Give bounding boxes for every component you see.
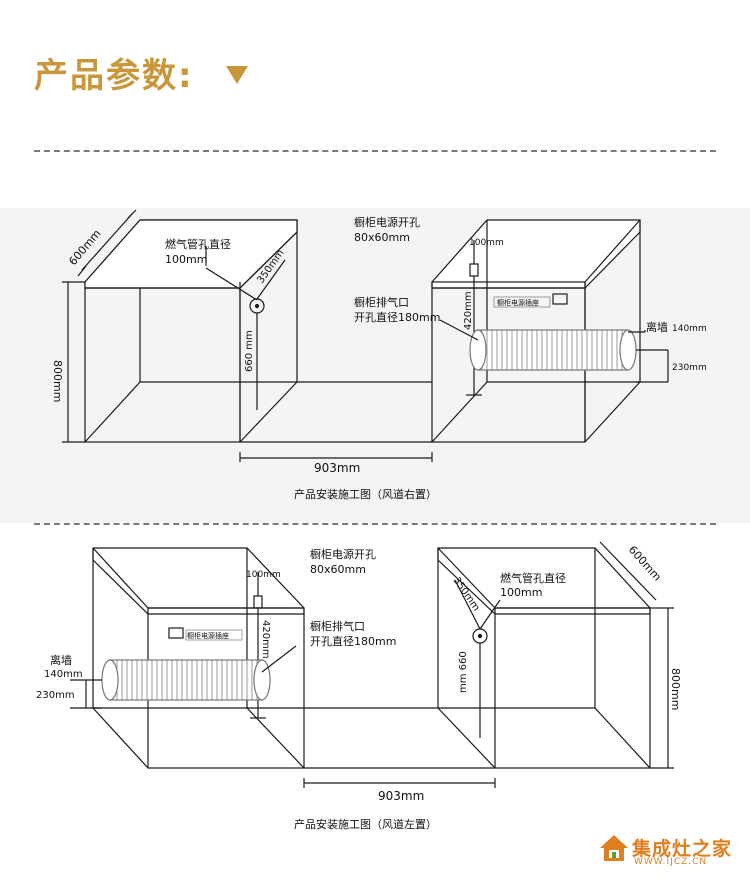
cabinet-vent-box <box>92 547 305 769</box>
label-depth-r: 600mm <box>66 227 103 268</box>
label-100-l: 100mm <box>246 570 281 580</box>
logo-name: 集成灶之家 <box>632 838 733 860</box>
label-660-l: mm 660 <box>458 651 469 693</box>
label-power-1-l: 橱柜电源开孔 <box>310 547 376 561</box>
label-width-r: 903mm <box>314 461 360 475</box>
label-power-2-r: 80x60mm <box>354 231 410 244</box>
label-exhaust-2-l: 开孔直径180mm <box>310 634 396 648</box>
label-230-r: 230mm <box>672 363 707 373</box>
diagram-right-vent <box>62 209 669 462</box>
label-socket-l: 橱柜电源插座 <box>187 631 229 640</box>
divider-middle <box>34 523 716 525</box>
label-420-l: 420mm <box>260 620 271 659</box>
caption-left: 产品安装施工图（风道左置） <box>294 817 437 831</box>
caption-right: 产品安装施工图（风道右置） <box>294 487 437 501</box>
label-depth-l: 600mm <box>626 543 664 583</box>
triangle-down-icon <box>226 66 248 84</box>
diagram-left-vent <box>70 541 674 788</box>
label-gas-1-l: 燃气管孔直径 <box>500 571 566 585</box>
label-socket-r: 橱柜电源插座 <box>497 298 539 307</box>
label-140-l: 140mm <box>44 669 83 680</box>
label-height-l: 800mm <box>669 668 682 710</box>
label-exhaust-1-l: 橱柜排气口 <box>310 619 365 633</box>
site-logo: 集成灶之家 WWW.IJCZ.CN <box>598 832 746 872</box>
exhaust-duct <box>109 659 263 701</box>
label-140-r: 140mm <box>672 324 707 334</box>
exhaust-duct <box>477 329 629 371</box>
label-gas-2-l: 100mm <box>500 586 542 599</box>
cabinet-gas-box <box>437 547 651 769</box>
label-660-r: 660 mm <box>244 330 255 372</box>
label-gas-2-r: 100mm <box>165 253 207 266</box>
divider-top <box>34 150 716 152</box>
label-height-r: 800mm <box>51 360 64 402</box>
label-power-2-l: 80x60mm <box>310 563 366 576</box>
label-power-1-r: 橱柜电源开孔 <box>354 215 420 229</box>
label-exhaust-1-r: 橱柜排气口 <box>354 295 409 309</box>
label-wall-l: 离墙 <box>50 653 72 667</box>
house-icon <box>600 835 628 861</box>
socket-icon <box>552 293 568 305</box>
logo-url: WWW.IJCZ.CN <box>634 857 708 867</box>
label-wall-r: 离墙 <box>646 320 668 334</box>
label-exhaust-2-r: 开孔直径180mm <box>354 310 440 324</box>
socket-icon <box>168 627 184 639</box>
page-title: 产品参数: <box>34 56 194 96</box>
label-230-l: 230mm <box>36 690 75 701</box>
label-width-l: 903mm <box>378 789 424 803</box>
label-gas-1-r: 燃气管孔直径 <box>165 237 231 251</box>
label-100-r: 100mm <box>469 238 504 248</box>
header: 产品参数: <box>0 0 750 158</box>
label-420-r: 420mm <box>463 291 474 330</box>
